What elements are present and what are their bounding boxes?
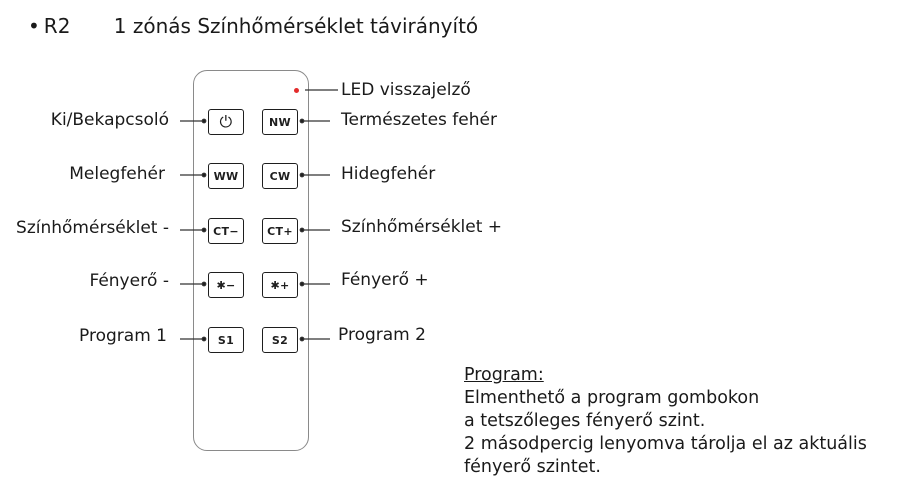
power-icon: ⏻ [219, 112, 233, 131]
s2-button-label: S2 [271, 333, 289, 347]
page-title: • R2 1 zónás Színhőmérséklet távirányító [28, 14, 478, 38]
title-text: 1 zónás Színhőmérséklet távirányító [113, 14, 479, 38]
s2-button[interactable]: S2 [262, 327, 298, 353]
label-ct-minus: Színhőmérséklet - [16, 218, 169, 238]
leader-dot-brightness-minus [201, 281, 207, 287]
brightness-minus-button[interactable]: ✱− [208, 272, 244, 298]
label-power: Ki/Bekapcsoló [50, 110, 169, 130]
s1-button-label: S1 [217, 333, 235, 347]
leader-dot-nw [299, 118, 305, 124]
note-title: Program: [464, 365, 544, 385]
note-line: Elmenthető a program gombokon [464, 388, 760, 408]
leader-dot-power [201, 118, 207, 124]
leader-dot-ww [201, 172, 207, 178]
ct-minus-button[interactable]: CT− [208, 218, 244, 244]
power-button[interactable]: ⏻ [208, 109, 244, 135]
leader-dot-cw [299, 172, 305, 178]
nw-button[interactable]: NW [262, 109, 298, 135]
leader-dot-ct-minus [201, 227, 207, 233]
label-ct-plus: Színhőmérséklet + [341, 217, 503, 237]
note-line: a tetszőleges fényerő szint. [464, 411, 706, 431]
label-led: LED visszajelző [341, 80, 471, 100]
cw-button-label: CW [269, 169, 291, 183]
ww-button-label: WW [213, 169, 239, 183]
note-line: 2 másodpercig lenyomva tárolja el az akt… [464, 434, 867, 454]
ct-plus-button[interactable]: CT+ [262, 218, 298, 244]
cw-button[interactable]: CW [262, 163, 298, 189]
label-brightness-minus: Fényerő - [89, 271, 169, 291]
brightness-plus-button[interactable]: ✱+ [262, 272, 298, 298]
label-brightness-plus: Fényerő + [341, 270, 429, 290]
program-note: Program: Elmenthető a program gombokon a… [464, 364, 867, 479]
leader-dot-ct-plus [299, 227, 305, 233]
label-s1: Program 1 [79, 326, 167, 346]
nw-button-label: NW [269, 115, 291, 129]
ct-minus-button-label: CT− [213, 224, 239, 238]
leader-dot-brightness-plus [299, 281, 305, 287]
ct-plus-button-label: CT+ [267, 224, 293, 238]
label-ww: Melegfehér [69, 164, 165, 184]
bullet: • [28, 14, 40, 38]
led-indicator [294, 88, 299, 93]
model-name: R2 [43, 14, 71, 38]
leader-dot-s1 [201, 336, 207, 342]
ww-button[interactable]: WW [208, 163, 244, 189]
brightness-minus-icon: ✱− [216, 278, 236, 292]
label-nw: Természetes fehér [341, 110, 497, 130]
note-line: fényerő szintet. [464, 457, 601, 477]
label-s2: Program 2 [338, 325, 426, 345]
brightness-plus-icon: ✱+ [270, 278, 290, 292]
s1-button[interactable]: S1 [208, 327, 244, 353]
leader-dot-s2 [299, 336, 305, 342]
label-cw: Hidegfehér [341, 164, 436, 184]
